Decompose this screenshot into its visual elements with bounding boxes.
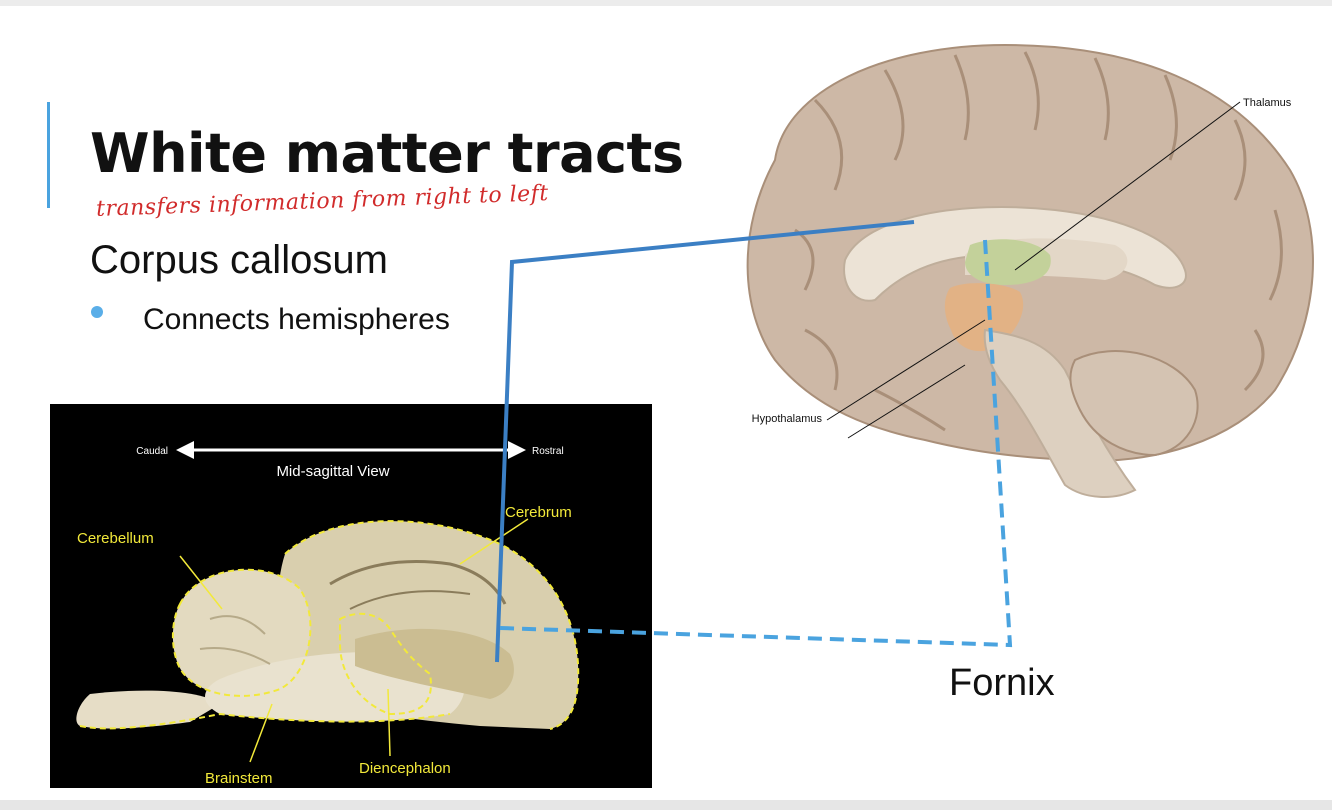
title-accent-bar [47, 102, 50, 208]
brain-drawing [746, 43, 1314, 498]
hypothalamus-label: Hypothalamus [752, 413, 823, 425]
brainstem-leader [249, 703, 273, 763]
arrow-right-icon [508, 441, 526, 459]
handwritten-annotation: transfers information from right to left [95, 181, 550, 222]
cerebellum-leader [179, 555, 223, 610]
arrow-left-icon [176, 441, 194, 459]
diencephalon-leader [387, 688, 391, 757]
brain-specimen [76, 520, 580, 730]
window-bottom-border [0, 800, 1332, 810]
diencephalon-label: Diencephalon [359, 760, 451, 777]
thalamus-leader [1014, 101, 1241, 271]
cerebrum-label: Cerebrum [505, 504, 572, 521]
rostral-label: Rostral [532, 446, 564, 457]
mid-sagittal-photo: Caudal Rostral Mid-sagittal View Cerebru… [50, 404, 652, 788]
brain-illustration: Thalamus Hypothalamus [715, 30, 1332, 510]
window-top-border [0, 0, 1332, 6]
section-heading: Corpus callosum [90, 238, 388, 282]
cerebellum-label: Cerebellum [77, 530, 154, 547]
caudal-label: Caudal [136, 446, 168, 457]
fornix-label: Fornix [949, 662, 1055, 704]
view-title: Mid-sagittal View [276, 463, 389, 480]
thalamus-label: Thalamus [1243, 97, 1292, 109]
brainstem-label: Brainstem [205, 770, 273, 787]
bullet-text: Connects hemispheres [143, 303, 450, 336]
bullet-icon [91, 306, 103, 318]
slide-title: White matter tracts [90, 122, 684, 185]
